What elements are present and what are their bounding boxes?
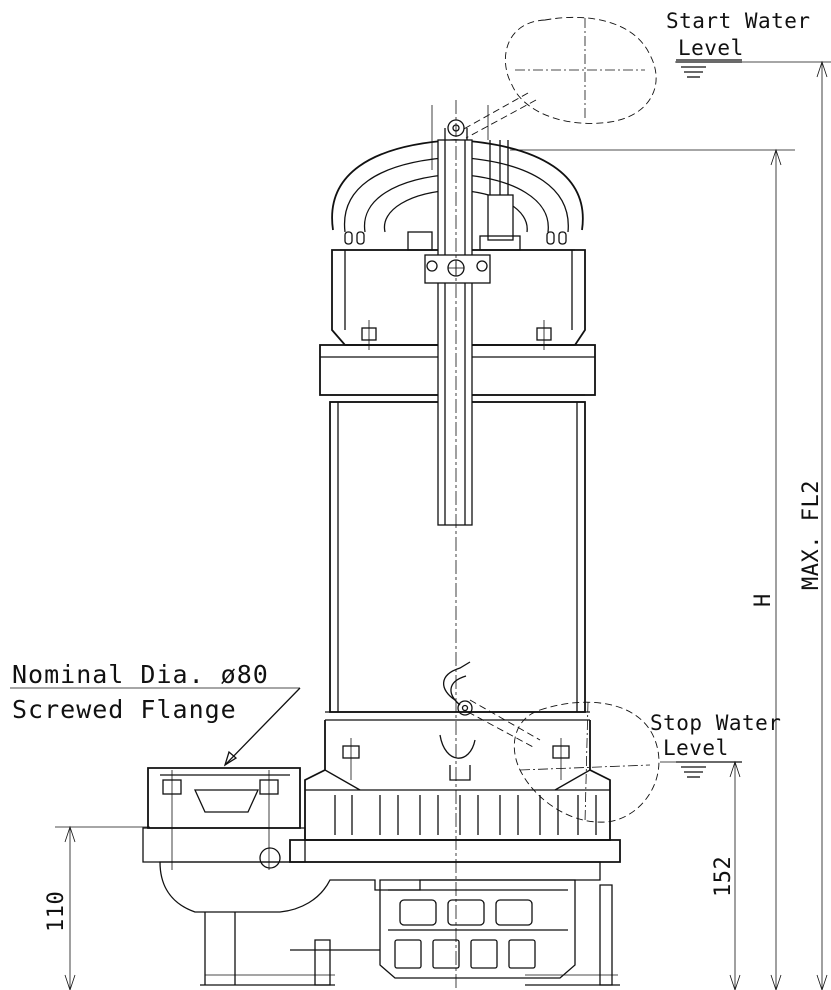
stop-float [467, 699, 660, 823]
stop-water-label-1: Stop Water [650, 711, 781, 735]
pump-body [142, 100, 621, 990]
dim-152-label: 152 [711, 856, 736, 897]
flange-label-2: Screwed Flange [12, 695, 237, 724]
start-water-label-2: Level [678, 36, 744, 60]
stop-water-label-2: Level [663, 736, 729, 760]
start-water-label-1: Start Water [666, 9, 811, 33]
dim-h-label: H [751, 593, 776, 607]
start-float [461, 17, 657, 139]
dim-lines [10, 60, 828, 990]
start-water-level-mark [675, 61, 831, 78]
flange-label-1: Nominal Dia. ø80 [12, 660, 269, 689]
dim-110-label: 110 [44, 891, 69, 932]
dim-max-fl-label: MAX. FL2 [799, 480, 824, 590]
stop-water-level-mark [660, 761, 742, 778]
